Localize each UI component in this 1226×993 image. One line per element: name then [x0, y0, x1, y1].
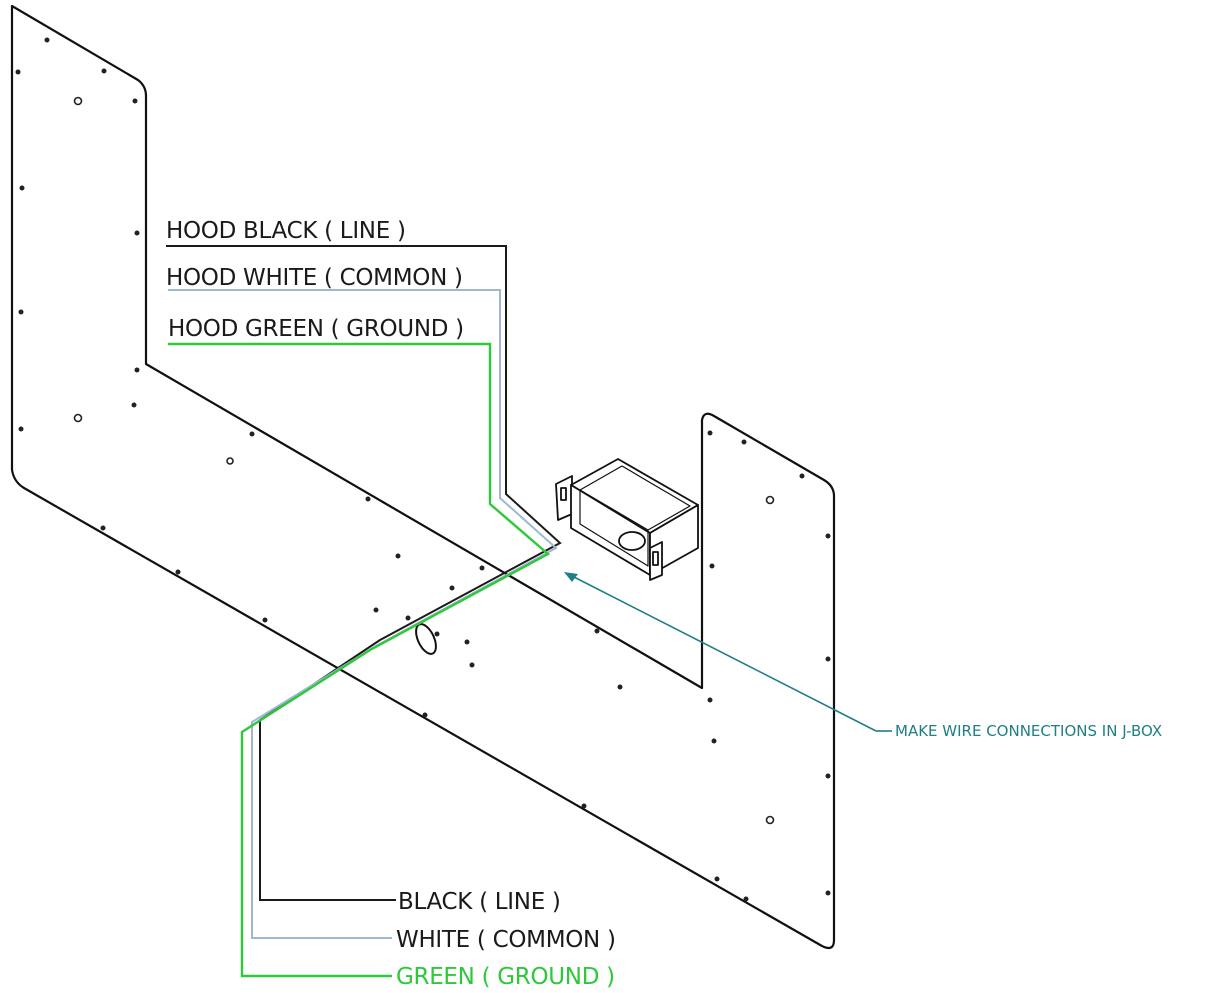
green-ground-label: GREEN ( GROUND ): [396, 964, 615, 990]
left-mounting-panel: [10, 4, 836, 950]
hood-green-label: HOOD GREEN ( GROUND ): [168, 316, 464, 342]
white-common-label: WHITE ( COMMON ): [396, 927, 616, 953]
hood-white-wire: [168, 289, 558, 939]
hood-green-wire: [168, 342, 551, 978]
hood-black-label: HOOD BLACK ( LINE ): [166, 218, 406, 244]
hood-black-wire: [166, 245, 562, 901]
junction-box: [555, 458, 699, 581]
wire-passthrough-hole: [415, 623, 437, 655]
mounting-holes: [15, 37, 831, 902]
black-line-label: BLACK ( LINE ): [398, 889, 561, 915]
hood-white-label: HOOD WHITE ( COMMON ): [166, 265, 463, 291]
callout-leader: [564, 572, 892, 732]
jbox-callout-text: MAKE WIRE CONNECTIONS IN J-BOX: [895, 722, 1162, 740]
